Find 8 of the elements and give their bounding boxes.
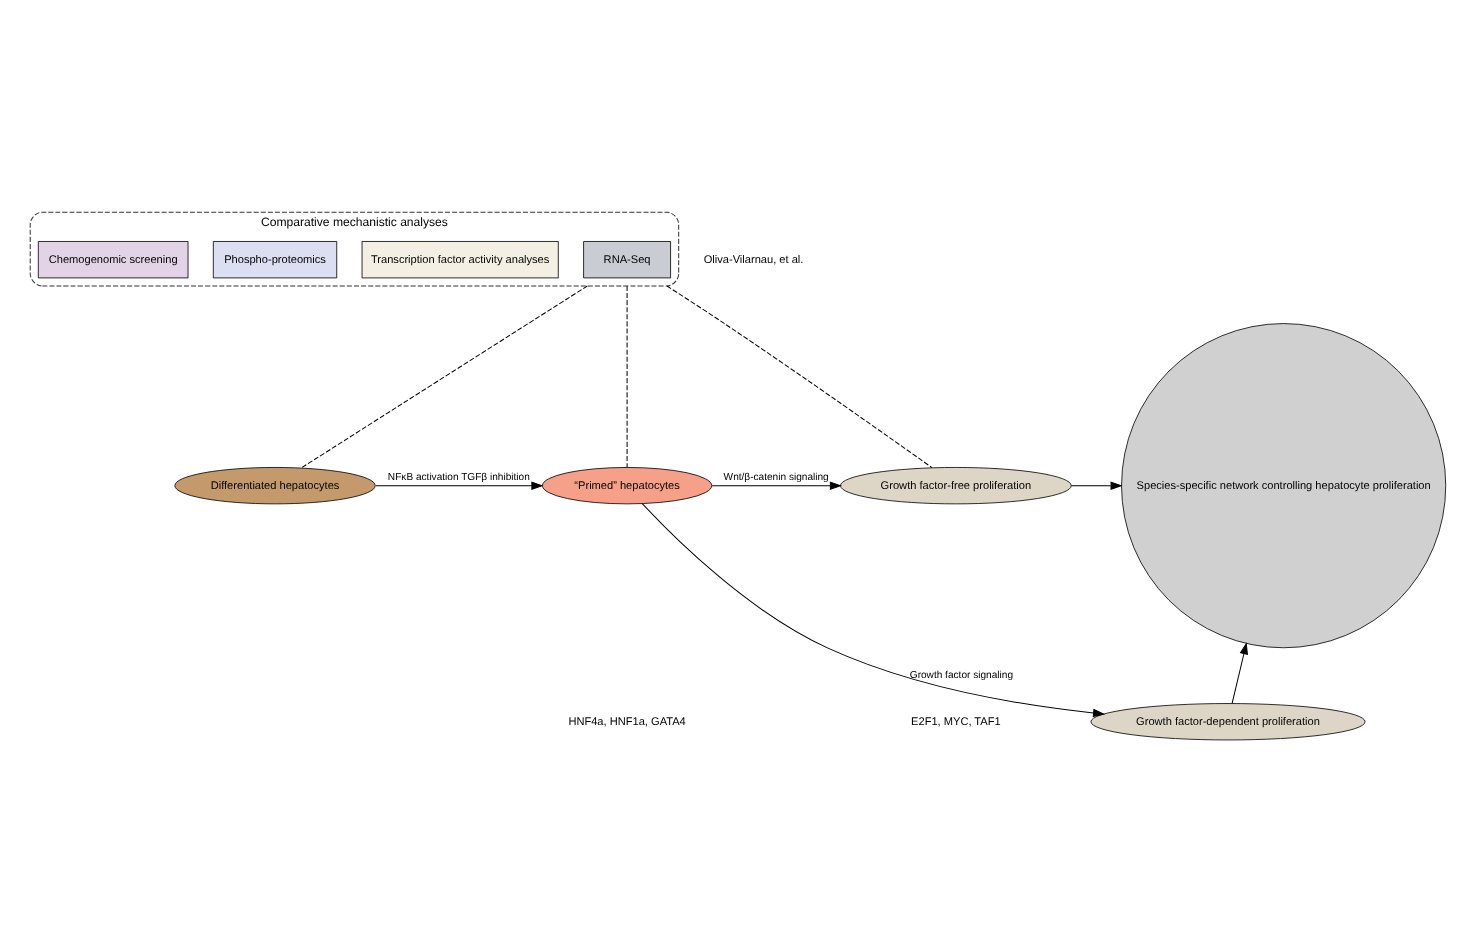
arrow xyxy=(1069,481,1122,490)
arrow xyxy=(640,503,1105,718)
arrow xyxy=(374,481,543,490)
arrow xyxy=(710,481,841,490)
arrow xyxy=(1230,642,1247,704)
connector xyxy=(665,285,932,469)
connector xyxy=(299,285,587,469)
connector xyxy=(625,285,627,468)
